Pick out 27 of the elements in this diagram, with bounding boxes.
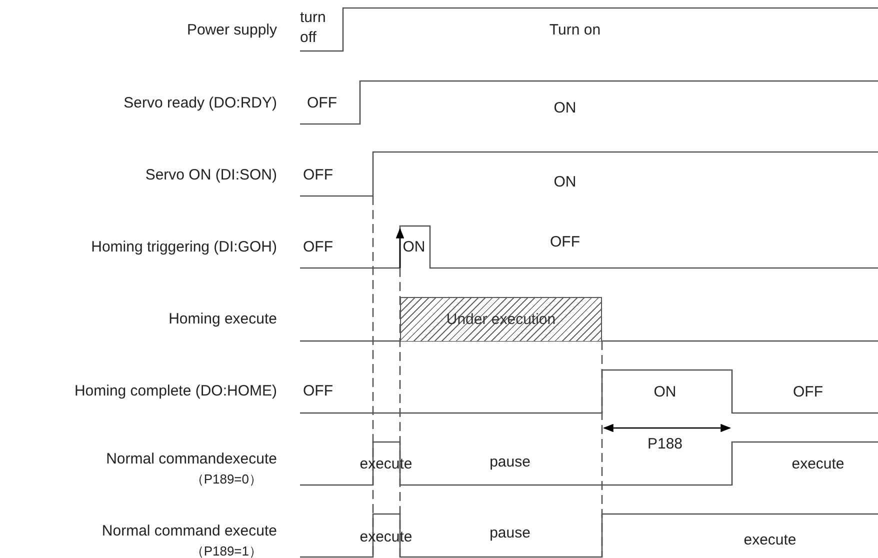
state-label: OFF [303,382,333,400]
state-label: Turn on [549,22,601,38]
state-label: ON [554,174,576,190]
state-label: pause [490,524,530,542]
state-label: execute [792,456,844,472]
dimension-label: P188 [647,436,683,452]
signal-name: Normal command execute [102,522,277,540]
signal-name: Servo ON (DI:SON) [145,166,277,184]
state-label: OFF [303,166,333,184]
signal-name: Power supply [186,22,277,38]
signal-name: Homing triggering (DI:GOH) [91,238,277,256]
state-label: OFF [307,94,337,112]
signal-name: Normal commandexecute [106,450,277,468]
signal-name: Homing complete (DO:HOME) [74,382,277,400]
parameter-label: （P189=0） [190,470,262,488]
signal-name: Homing execute [168,310,277,328]
state-label: ON [554,100,576,116]
state-label: execute [744,532,796,548]
parameter-label: （P189=1） [190,542,262,558]
state-label: ON [654,384,676,400]
state-label: OFF [303,238,333,256]
state-label: turn off [300,8,327,48]
state-label: pause [490,454,530,470]
state-label: ON [402,238,426,256]
state-label: OFF [550,234,580,250]
state-label: OFF [793,384,823,400]
signal-name: Servo ready (DO:RDY) [124,94,277,112]
